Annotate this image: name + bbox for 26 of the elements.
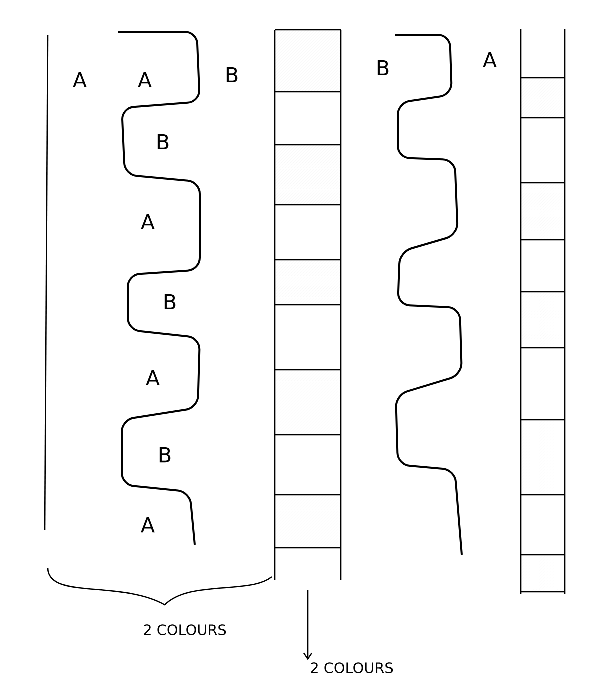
striped-bar (520, 77, 566, 119)
letter-label: B (226, 67, 238, 83)
note-text: 2 COLOURS (144, 624, 226, 636)
letter-label: B (164, 294, 176, 310)
striped-bar (520, 291, 566, 349)
note-text: 2 COLOURS (311, 662, 394, 674)
striped-bar (520, 182, 566, 241)
letter-label: A (141, 517, 155, 533)
striped-bar (274, 29, 342, 581)
striped-bar (274, 144, 342, 206)
striped-bar (520, 419, 566, 496)
letter-label: B (158, 134, 169, 150)
letter-label: A (138, 72, 152, 88)
letter-label: A (73, 72, 87, 88)
striped-bar (520, 28, 566, 596)
striped-bar (274, 494, 342, 549)
letter-label: A (141, 214, 155, 230)
striped-bar (274, 259, 342, 306)
striped-bar (274, 369, 342, 436)
arrow (303, 590, 313, 660)
letter-label: A (483, 52, 497, 68)
letter-label: B (378, 60, 389, 76)
striped-bar (274, 29, 342, 93)
letter-label: B (160, 447, 171, 463)
letter-label: A (146, 370, 160, 386)
striped-bar (520, 554, 566, 593)
